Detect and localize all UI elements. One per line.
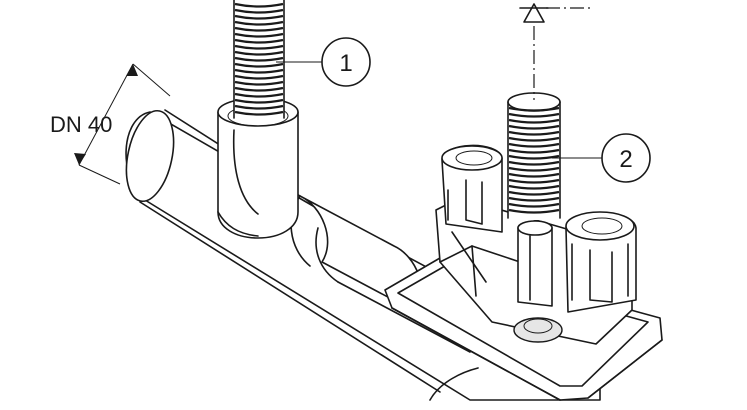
clamp-holder [435,144,637,345]
corrugated-hose-1 [233,0,285,119]
dimension-line [74,63,171,185]
callout-2-number: 2 [619,146,632,173]
arrowhead-bottom-icon [74,153,86,165]
corrugated-hose-2 [507,92,561,220]
center-axis-line [519,3,590,100]
callout-1: 1 [276,37,371,87]
callout-1-number: 1 [339,50,352,77]
tee-branch [217,97,299,239]
dimension-label: DN 40 [50,112,112,137]
arrowhead-top-icon [126,64,138,76]
callout-2: 2 [552,133,651,183]
